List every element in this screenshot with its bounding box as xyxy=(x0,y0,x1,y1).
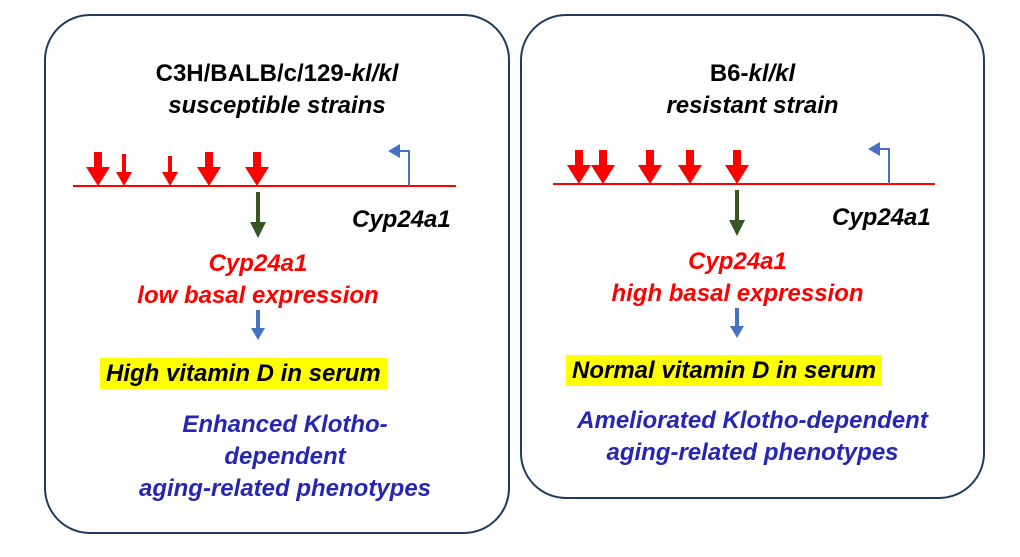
left-expression-level: low basal expression xyxy=(137,282,379,309)
left-gene-label: Cyp24a1 xyxy=(352,206,451,233)
left-phenotype-line-3: aging-related phenotypes xyxy=(138,475,432,502)
right-element-arrow-4 xyxy=(678,150,702,184)
right-regulatory-elements xyxy=(567,150,749,184)
left-subtitle: susceptible strains xyxy=(168,92,386,119)
left-phenotype-line-1: Enhanced Klotho- xyxy=(182,411,388,438)
right-green-down-arrow xyxy=(729,190,745,236)
left-serum-box: High vitamin D in serum xyxy=(100,358,387,389)
right-serum-box: Normal vitamin D in serum xyxy=(566,355,883,386)
left-element-arrow-5 xyxy=(245,152,269,186)
left-title: C3H/BALB/c/129-kl/kl xyxy=(155,60,399,87)
right-phenotype-line-2: aging-related phenotypes xyxy=(606,439,899,466)
left-element-arrow-1 xyxy=(86,152,110,186)
resistant-strain-panel xyxy=(520,14,985,499)
left-expression-gene: Cyp24a1 xyxy=(208,250,308,277)
right-expression-level: high basal expression xyxy=(611,280,864,307)
right-title: B6-kl/kl xyxy=(709,60,796,87)
left-blue-down-arrow xyxy=(251,310,265,340)
left-element-arrow-3 xyxy=(162,156,178,186)
right-element-arrow-1 xyxy=(567,150,591,184)
left-green-down-arrow xyxy=(250,192,266,238)
right-element-arrow-3 xyxy=(638,150,662,184)
right-blue-down-arrow xyxy=(730,308,744,338)
right-element-arrow-2 xyxy=(591,150,615,184)
right-element-arrow-5 xyxy=(725,150,749,184)
right-phenotype-line-1: Ameliorated Klotho-dependent xyxy=(577,407,928,434)
left-element-arrow-2 xyxy=(116,154,132,186)
right-subtitle: resistant strain xyxy=(666,92,839,119)
left-promoter-arrow xyxy=(388,144,410,186)
right-gene-label: Cyp24a1 xyxy=(832,204,931,231)
left-regulatory-elements xyxy=(86,152,269,186)
susceptible-strains-panel xyxy=(44,14,510,534)
right-expression-gene: Cyp24a1 xyxy=(688,248,787,275)
right-promoter-arrow xyxy=(868,142,890,184)
left-element-arrow-4 xyxy=(197,152,221,186)
left-phenotype-line-2: dependent xyxy=(224,443,346,470)
